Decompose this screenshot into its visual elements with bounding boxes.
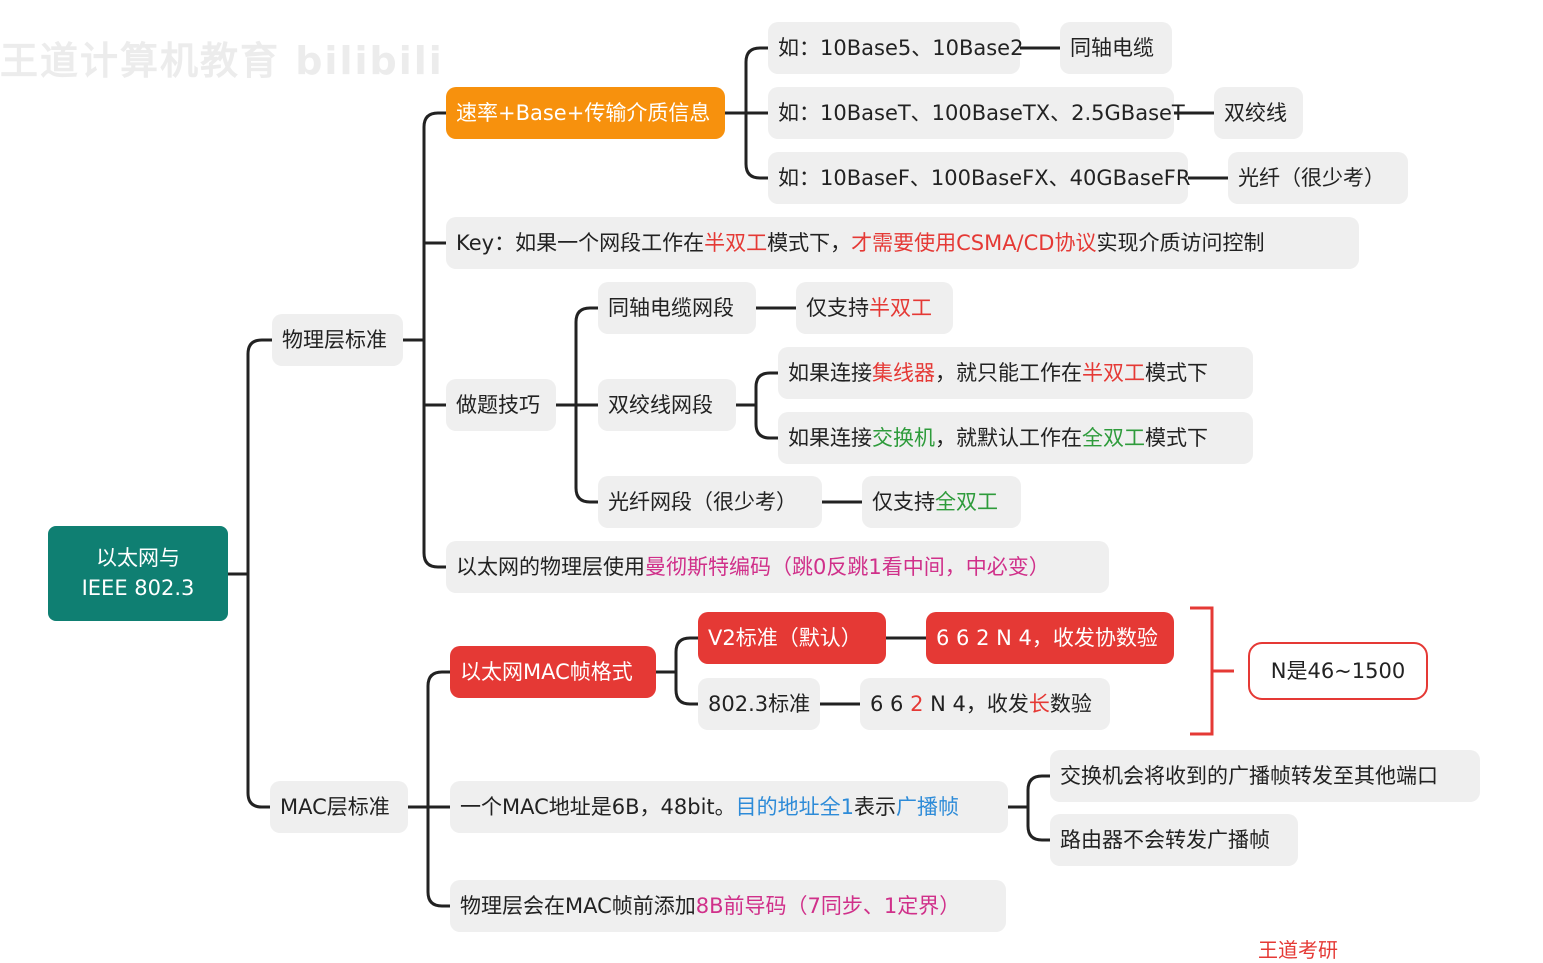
addr-b: 目的地址全1 <box>735 795 855 819</box>
std-fmt-a: 6 6 <box>870 692 911 716</box>
switch-c: ，就默认工作在 <box>935 426 1082 450</box>
v2-standard-node[interactable]: V2标准（默认） <box>698 612 886 664</box>
switch-d: 全双工 <box>1082 426 1145 450</box>
watermark: 王道计算机教育 bilibili <box>0 39 444 83</box>
fiber-only-a: 仅支持 <box>872 490 935 514</box>
coax-half-duplex-node[interactable]: 仅支持半双工 <box>796 282 953 334</box>
n-range-node[interactable]: N是46~1500 <box>1248 642 1428 700</box>
preamble-b: 8B前导码（7同步、1定界） <box>695 894 961 918</box>
fiber-only-b: 全双工 <box>935 490 998 514</box>
ieee-8023-format-node[interactable]: 6 6 2 N 4，收发长数验 <box>860 678 1110 730</box>
mac-address-node[interactable]: 一个MAC地址是6B，48bit。目的地址全1表示广播帧 <box>450 781 1008 833</box>
coax-segment-node[interactable]: 同轴电缆网段 <box>598 282 756 334</box>
key-text-a: Key：如果一个网段工作在 <box>456 231 705 255</box>
twisted-pair-segment-node[interactable]: 双绞线网段 <box>598 379 736 431</box>
preamble-node[interactable]: 物理层会在MAC帧前添加8B前导码（7同步、1定界） <box>450 880 1006 932</box>
key-text-e: 实现介质访问控制 <box>1096 231 1265 255</box>
coax-only-a: 仅支持 <box>806 296 869 320</box>
root-line2: IEEE 802.3 <box>81 576 195 600</box>
ieee-8023-standard-node[interactable]: 802.3标准 <box>698 678 820 730</box>
hub-d: 半双工 <box>1082 361 1145 385</box>
manchester-node[interactable]: 以太网的物理层使用曼彻斯特编码（跳0反跳1看中间，中必变） <box>446 541 1109 593</box>
router-node[interactable]: 路由器不会转发广播帧 <box>1050 814 1298 866</box>
mac-frame-format-node[interactable]: 以太网MAC帧格式 <box>450 646 656 698</box>
coax-only-b: 半双工 <box>869 296 932 320</box>
hub-b: 集线器 <box>872 361 935 385</box>
hub-c: ，就只能工作在 <box>935 361 1082 385</box>
mac-layer-node[interactable]: MAC层标准 <box>270 781 408 833</box>
tips-node[interactable]: 做题技巧 <box>446 379 556 431</box>
key-csma-cd-node[interactable]: Key：如果一个网段工作在半双工模式下，才需要使用CSMA/CD协议实现介质访问… <box>446 217 1359 269</box>
key-text-b: 半双工 <box>704 231 768 255</box>
hub-e: 模式下 <box>1145 361 1208 385</box>
std-fmt-e: 数验 <box>1049 692 1092 716</box>
addr-d: 广播帧 <box>896 795 960 819</box>
rate-base-media-node[interactable]: 速率+Base+传输介质信息 <box>446 87 725 139</box>
switch-forward-node[interactable]: 交换机会将收到的广播帧转发至其他端口 <box>1050 750 1480 802</box>
std-fmt-d: 长 <box>1028 692 1050 716</box>
addr-a: 一个MAC地址是6B，48bit。 <box>460 795 736 819</box>
switch-b: 交换机 <box>872 426 935 450</box>
fiber-full-duplex-node[interactable]: 仅支持全双工 <box>862 476 1021 528</box>
manchester-b: 曼彻斯特编码（跳0反跳1看中间，中必变） <box>645 555 1050 579</box>
preamble-a: 物理层会在MAC帧前添加 <box>460 894 696 918</box>
hub-a: 如果连接 <box>788 361 872 385</box>
example-fiber-node[interactable]: 如：10BaseF、100BaseFX、40GBaseFR <box>768 152 1190 204</box>
coax-cable-node[interactable]: 同轴电缆 <box>1060 22 1172 74</box>
manchester-a: 以太网的物理层使用 <box>456 555 645 579</box>
fiber-segment-node[interactable]: 光纤网段（很少考） <box>598 476 822 528</box>
example-coax-node[interactable]: 如：10Base5、10Base2 <box>768 22 1023 74</box>
fiber-node[interactable]: 光纤（很少考） <box>1228 152 1408 204</box>
switch-e: 模式下 <box>1145 426 1208 450</box>
root-line1: 以太网与 <box>96 546 180 570</box>
switch-node[interactable]: 如果连接交换机，就默认工作在全双工模式下 <box>778 412 1253 464</box>
root-node[interactable]: 以太网与 IEEE 802.3 <box>48 526 228 621</box>
hub-node[interactable]: 如果连接集线器，就只能工作在半双工模式下 <box>778 347 1253 399</box>
key-text-c: 模式下， <box>767 231 852 255</box>
std-fmt-b: 2 <box>910 692 924 716</box>
example-twisted-pair-node[interactable]: 如：10BaseT、100BaseTX、2.5GBaseT <box>768 87 1185 139</box>
addr-c: 表示 <box>854 795 897 819</box>
switch-a: 如果连接 <box>788 426 872 450</box>
v2-format-node[interactable]: 6 6 2 N 4，收发协数验 <box>926 612 1174 664</box>
physical-layer-node[interactable]: 物理层标准 <box>272 314 403 366</box>
twisted-pair-node[interactable]: 双绞线 <box>1214 87 1303 139</box>
std-fmt-c: N 4，收发 <box>923 692 1029 716</box>
key-text-d: 才需要使用CSMA/CD协议 <box>851 231 1097 255</box>
